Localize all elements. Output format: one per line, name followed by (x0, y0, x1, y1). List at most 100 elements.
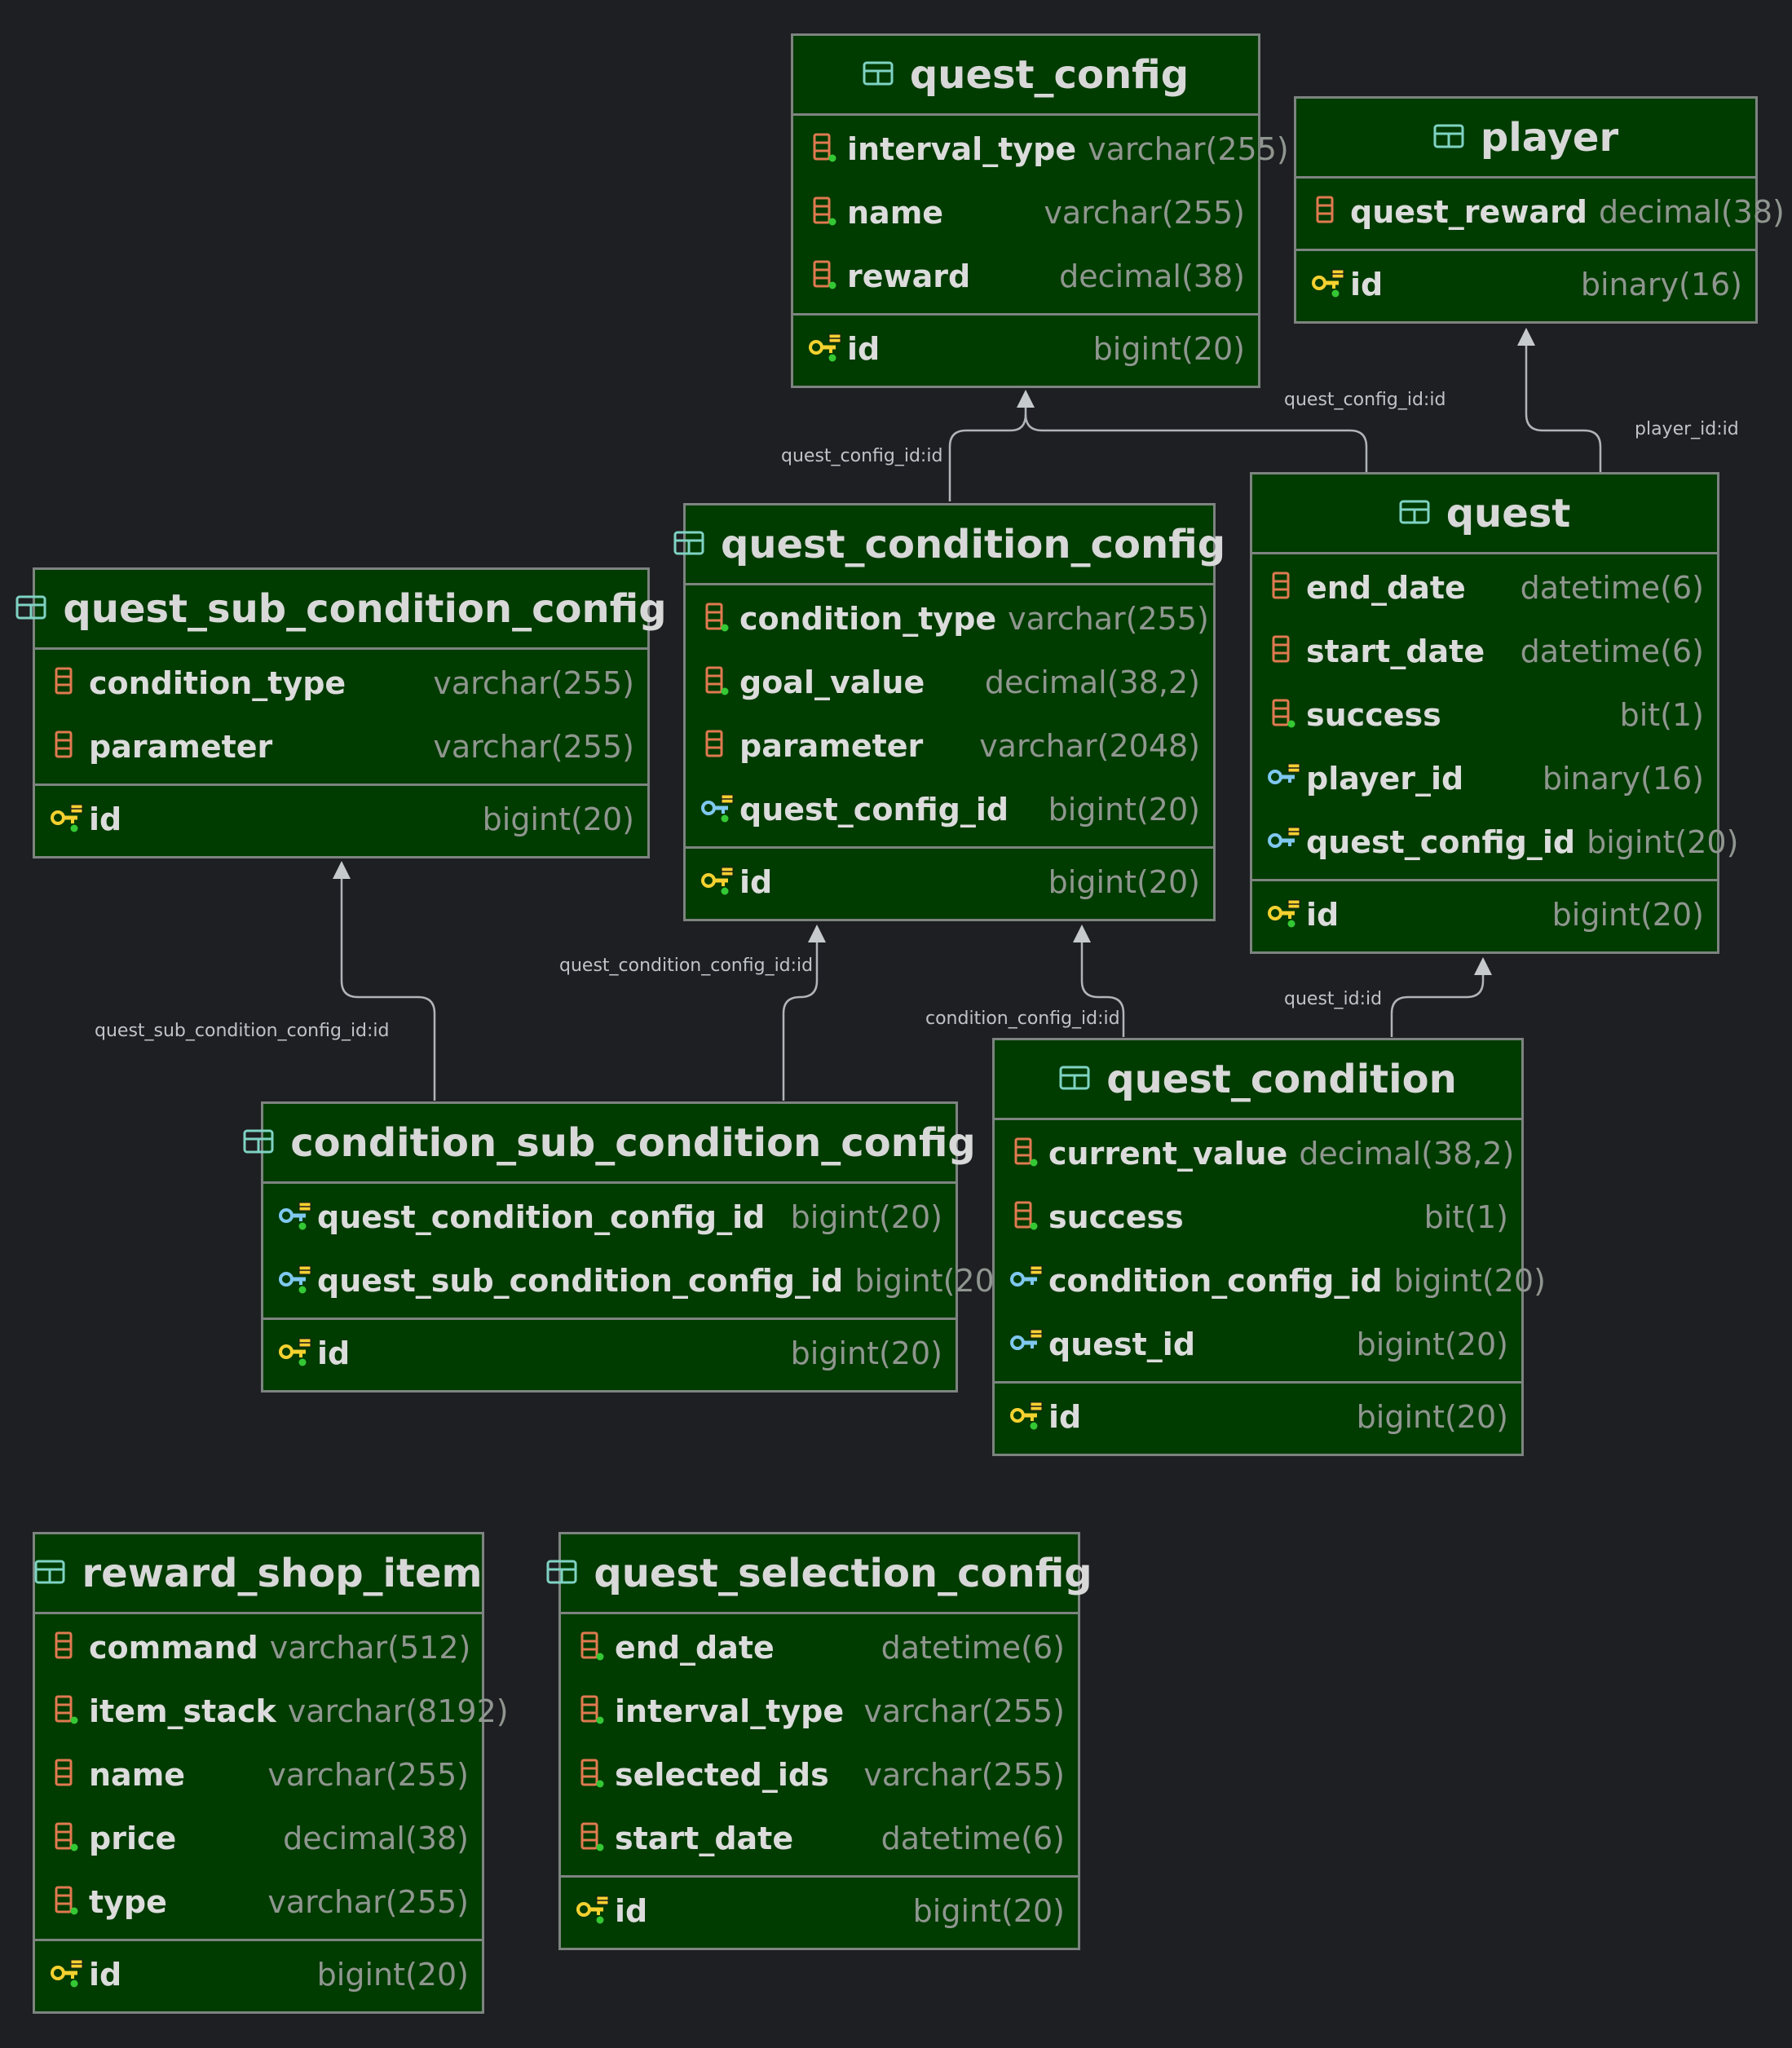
table-header[interactable]: quest (1252, 474, 1717, 554)
primary-key-row[interactable]: id bigint(20) (35, 788, 647, 851)
relation-edge[interactable]: quest_id:id (1284, 957, 1492, 1037)
relation-edge[interactable]: player_id:id (1517, 328, 1739, 473)
foreign-key-icon (1267, 824, 1303, 860)
relation-edge[interactable]: quest_config_id:id (781, 390, 1035, 501)
column-name: start_date (615, 1821, 794, 1856)
table-header[interactable]: reward_shop_item (34, 1534, 483, 1614)
column-name: id (1306, 897, 1340, 933)
column-row[interactable]: item_stack varchar(8192) (35, 1679, 509, 1743)
primary-key-icon (576, 1893, 611, 1929)
table-icon (673, 531, 704, 558)
relation-edge[interactable]: quest_condition_config_id:id (559, 925, 826, 1101)
column-type: bigint(20) (1048, 792, 1200, 828)
relation-edge[interactable]: condition_config_id:id (925, 925, 1125, 1037)
relation-edge[interactable]: quest_sub_condition_config_id:id (95, 861, 436, 1101)
table-header[interactable]: condition_sub_condition_config (243, 1104, 976, 1184)
table-header[interactable]: quest_selection_config (546, 1534, 1092, 1614)
column-name: current_value (1048, 1136, 1288, 1172)
column-type: varchar(512) (269, 1630, 471, 1666)
table-header[interactable]: quest_condition (995, 1040, 1521, 1120)
column-name: selected_ids (615, 1757, 829, 1793)
column-type: varchar(8192) (287, 1693, 509, 1729)
table-header[interactable]: player (1296, 99, 1755, 179)
column-type: varchar(2048) (979, 728, 1200, 764)
column-icon (576, 1630, 611, 1666)
foreign-key-icon (700, 792, 736, 828)
column-name: name (847, 195, 944, 231)
column-icon (1311, 194, 1347, 230)
column-type: bigint(20) (316, 1957, 469, 1993)
column-name: name (89, 1757, 186, 1793)
table-header[interactable]: quest_config (793, 36, 1258, 116)
column-icon (50, 1693, 86, 1729)
column-name: item_stack (89, 1693, 276, 1729)
foreign-key-icon (1267, 761, 1303, 797)
foreign-key-icon (1009, 1263, 1045, 1299)
column-type: decimal(38) (283, 1821, 469, 1856)
column-name: end_date (615, 1630, 775, 1666)
column-type: datetime(6) (1520, 570, 1704, 606)
relation-edge[interactable]: quest_config_id:id (1024, 390, 1446, 473)
column-type: bigint(20) (482, 801, 634, 837)
table-header[interactable]: quest_sub_condition_config (15, 570, 667, 650)
column-name: type (89, 1884, 167, 1920)
column-name: id (89, 801, 122, 837)
primary-key-icon (700, 864, 736, 900)
table-header[interactable]: quest_condition_config (673, 505, 1225, 585)
table-icon (15, 595, 46, 623)
column-name: id (1350, 267, 1384, 302)
column-type: decimal(38) (1599, 194, 1785, 230)
